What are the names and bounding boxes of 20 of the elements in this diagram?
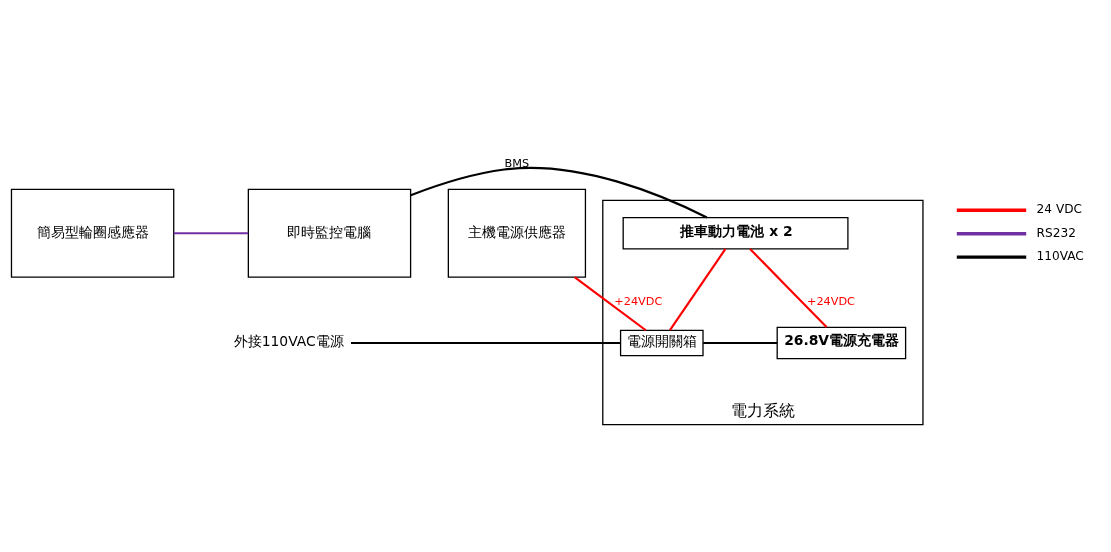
- legend-label: 110VAC: [1036, 249, 1084, 264]
- node-box: 推車動力電池 x 2: [622, 217, 849, 250]
- node-box: 26.8V電源充電器: [776, 326, 907, 360]
- connector: [410, 166, 708, 219]
- connector: [703, 341, 778, 345]
- node-box: 電源開關箱: [619, 329, 704, 357]
- legend-label: 24 VDC: [1036, 202, 1083, 217]
- edge-label: BMS: [504, 157, 530, 171]
- edge-label: +24VDC: [806, 295, 855, 309]
- node-text: 外接110VAC電源: [233, 333, 344, 350]
- connector: [573, 276, 647, 332]
- connector: [173, 232, 249, 235]
- node-box: 簡易型輪圈感應器: [10, 188, 175, 278]
- edge-label: +24VDC: [614, 295, 663, 309]
- connector: [669, 248, 727, 331]
- node-box: 即時監控電腦: [247, 188, 412, 278]
- connector: [749, 248, 828, 328]
- legend-label: RS232: [1036, 225, 1076, 240]
- node-box: 主機電源供應器: [447, 188, 587, 278]
- connector: [351, 341, 621, 345]
